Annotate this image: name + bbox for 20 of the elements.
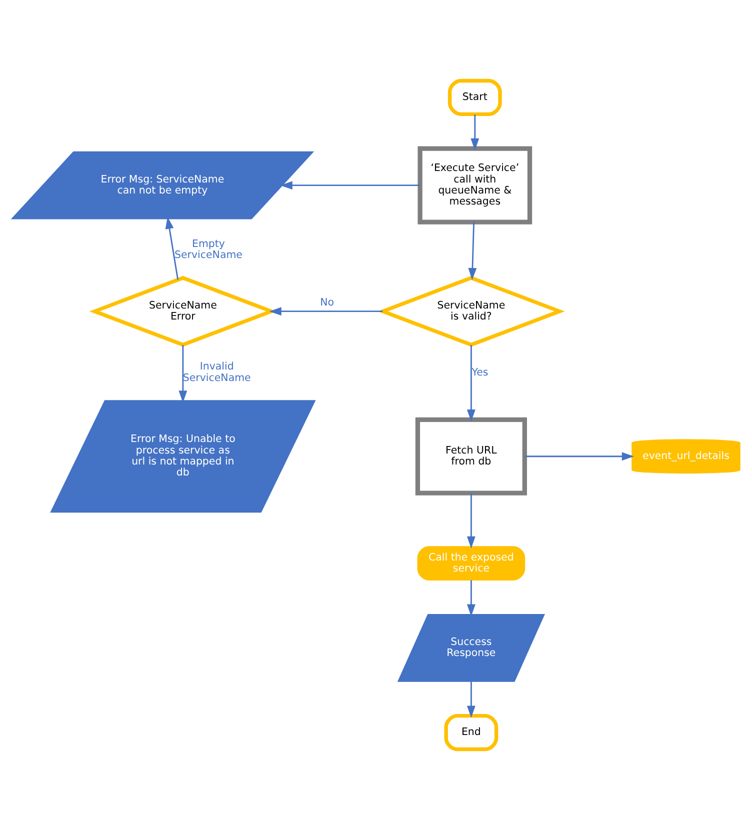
arrow: [466, 681, 476, 718]
arrow: [468, 222, 477, 280]
edge-label: Empty ServiceName: [174, 238, 242, 261]
arrow: [466, 344, 476, 422]
arrow: [470, 114, 480, 150]
arrow: [280, 180, 420, 190]
edge-label: Invalid ServiceName: [182, 361, 251, 384]
arrow: [524, 452, 634, 460]
node-diamond: ServiceName is valid?: [378, 275, 565, 346]
node-box: Fetch URL from db: [415, 416, 527, 495]
arrow: [466, 492, 476, 548]
arrow: [466, 580, 476, 616]
arrow: [165, 216, 179, 280]
node-box: End: [444, 713, 498, 751]
node-box: Call the exposed service: [417, 546, 526, 580]
node-box: ‘Execute Service’ call with queueName & messages: [418, 146, 532, 224]
arrow: [269, 306, 383, 316]
arrow: [178, 344, 188, 402]
node-box: Start: [448, 78, 502, 116]
edge-label: No: [320, 297, 334, 308]
